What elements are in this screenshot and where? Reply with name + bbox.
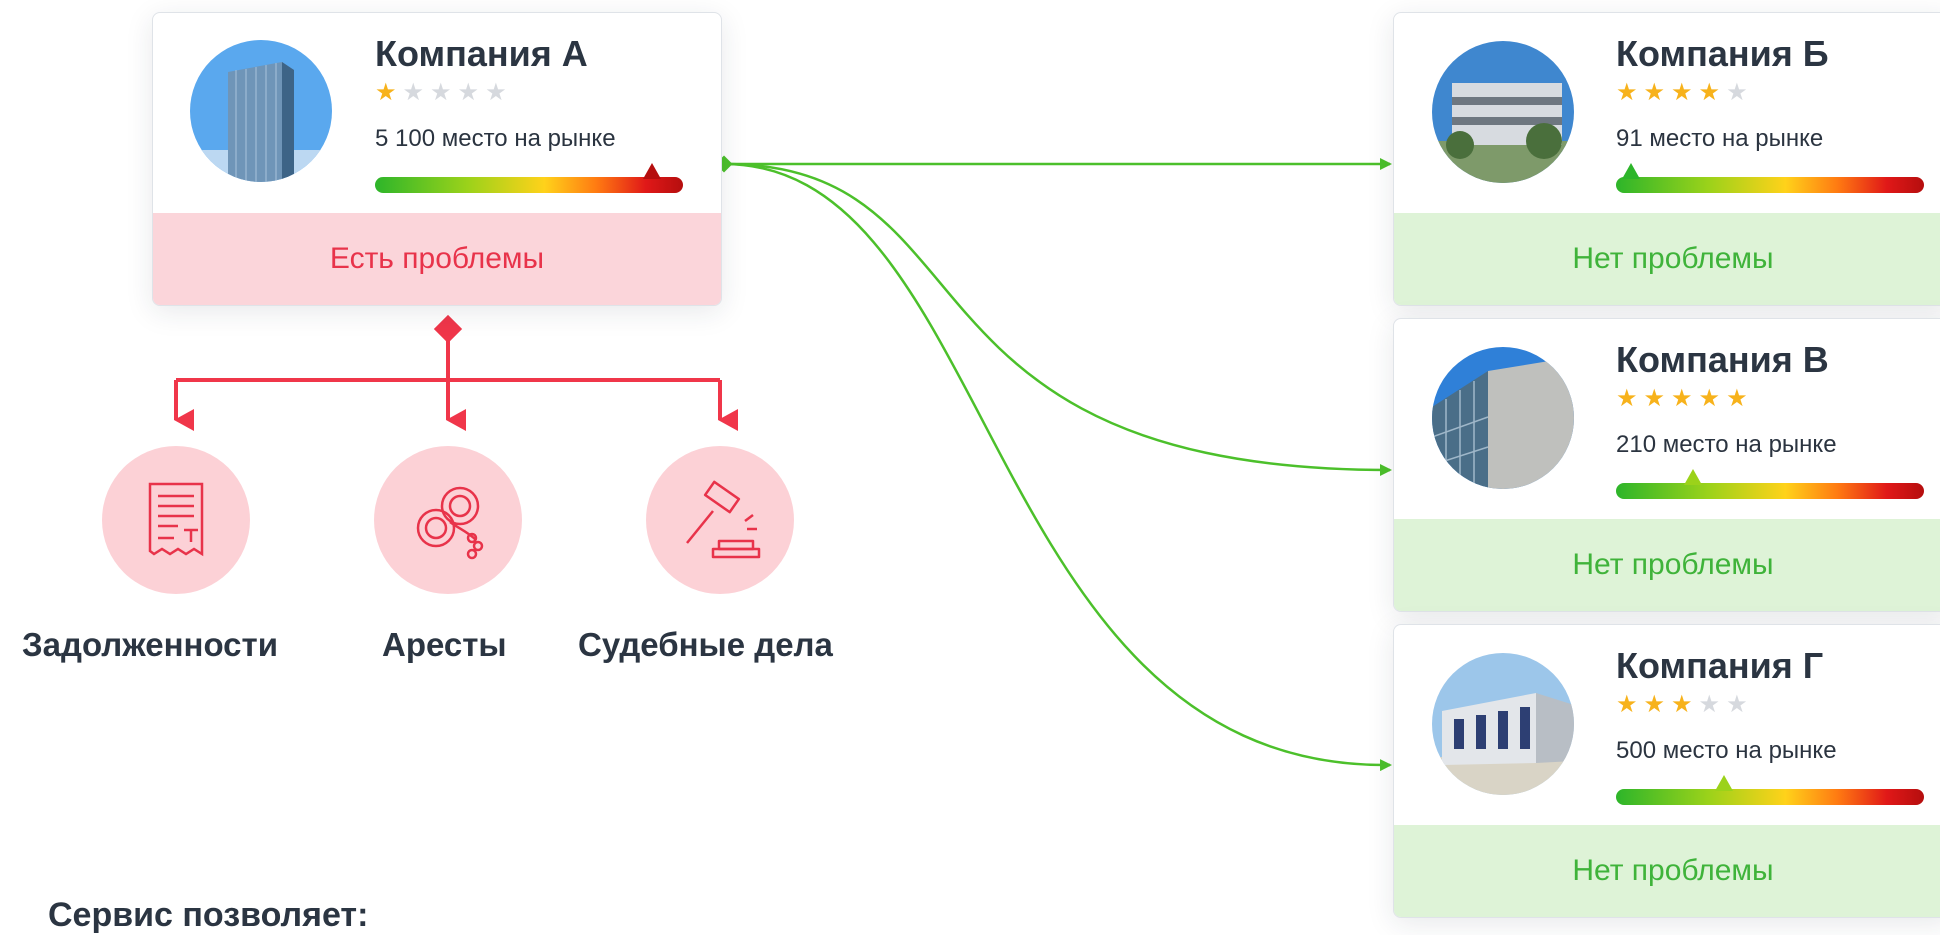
star-empty-icon: ★	[1726, 79, 1748, 106]
rating-stars: ★★★★★	[1616, 81, 1748, 105]
market-position-marker	[1622, 163, 1641, 179]
star-filled-icon: ★	[1671, 79, 1693, 106]
market-rank: 500 место на рынке	[1616, 737, 1837, 764]
star-empty-icon: ★	[402, 79, 425, 106]
status-banner: Есть проблемы	[153, 213, 721, 305]
risk-arrests[interactable]	[374, 446, 522, 594]
market-rank: 5 100 место на рынке	[375, 125, 616, 152]
company-name: Компания Б	[1616, 33, 1829, 74]
star-filled-icon: ★	[1671, 691, 1693, 718]
company-name: Компания В	[1616, 339, 1829, 380]
link-a-to-g	[723, 162, 1392, 772]
footer-heading: Сервис позволяет:	[48, 896, 369, 934]
star-filled-icon: ★	[1643, 691, 1666, 718]
star-filled-icon: ★	[1643, 385, 1666, 412]
risk-origin-diamond	[433, 314, 463, 344]
market-gradient-bar	[375, 177, 683, 193]
star-filled-icon: ★	[1643, 79, 1666, 106]
gavel-icon	[686, 480, 761, 559]
star-empty-icon: ★	[1698, 691, 1721, 718]
company-card-v[interactable]: Компания В ★★★★★ 210 место на рынке Нет …	[1393, 318, 1940, 612]
company-name: Компания Г	[1616, 645, 1824, 686]
company-photo-g	[1432, 653, 1574, 795]
handcuffs-icon	[416, 486, 484, 560]
market-gradient-bar	[1616, 177, 1924, 193]
star-filled-icon: ★	[1726, 385, 1748, 412]
rating-stars: ★★★★★	[1616, 387, 1748, 411]
star-filled-icon: ★	[375, 79, 397, 106]
market-position-meter	[375, 163, 683, 193]
status-text: Нет проблемы	[1572, 854, 1774, 887]
risk-label-arrests: Аресты	[382, 626, 507, 663]
star-filled-icon: ★	[1698, 385, 1721, 412]
company-photo-b	[1432, 41, 1574, 183]
star-empty-icon: ★	[457, 79, 480, 106]
star-filled-icon: ★	[1671, 385, 1693, 412]
status-text: Нет проблемы	[1572, 548, 1774, 581]
rating-stars: ★★★★★	[1616, 693, 1748, 717]
rating-stars: ★★★★★	[375, 81, 507, 105]
market-gradient-bar	[1616, 789, 1924, 805]
status-banner: Нет проблемы	[1394, 213, 1940, 305]
risk-lawsuits[interactable]	[646, 446, 794, 594]
market-position-marker	[1714, 775, 1733, 791]
market-gradient-bar	[1616, 483, 1924, 499]
relationship-diagram: Компания А ★★★★★ 5 100 место на рынке Ес…	[22, 12, 1940, 934]
company-card-g[interactable]: Компания Г ★★★★★ 500 место на рынке Нет …	[1393, 624, 1940, 918]
star-filled-icon: ★	[1616, 385, 1638, 412]
risk-label-lawsuits: Судебные дела	[578, 626, 833, 663]
star-filled-icon: ★	[1698, 79, 1721, 106]
company-photo-a	[190, 40, 332, 182]
company-name: Компания А	[375, 33, 588, 74]
star-filled-icon: ★	[1616, 691, 1638, 718]
company-card-a[interactable]: Компания А ★★★★★ 5 100 место на рынке Ес…	[152, 12, 722, 306]
market-position-marker	[643, 163, 662, 179]
risk-debts[interactable]	[102, 446, 250, 594]
status-banner: Нет проблемы	[1394, 519, 1940, 611]
star-filled-icon: ★	[1616, 79, 1638, 106]
star-empty-icon: ★	[430, 79, 452, 106]
market-position-meter	[1616, 775, 1924, 805]
company-photo-v	[1432, 347, 1574, 489]
market-rank: 91 место на рынке	[1616, 125, 1824, 152]
market-position-meter	[1616, 469, 1924, 499]
star-empty-icon: ★	[485, 79, 507, 106]
status-banner: Нет проблемы	[1394, 825, 1940, 917]
status-text: Есть проблемы	[329, 242, 545, 275]
receipt-icon	[148, 482, 204, 557]
star-empty-icon: ★	[1726, 691, 1748, 718]
risk-label-debts: Задолженности	[22, 626, 278, 663]
market-rank: 210 место на рынке	[1616, 431, 1837, 458]
market-position-meter	[1616, 163, 1924, 193]
company-card-b[interactable]: Компания Б ★★★★★ 91 место на рынке Нет п…	[1393, 12, 1940, 306]
link-a-to-v	[723, 162, 1392, 476]
market-position-marker	[1684, 469, 1702, 485]
status-text: Нет проблемы	[1572, 242, 1774, 275]
